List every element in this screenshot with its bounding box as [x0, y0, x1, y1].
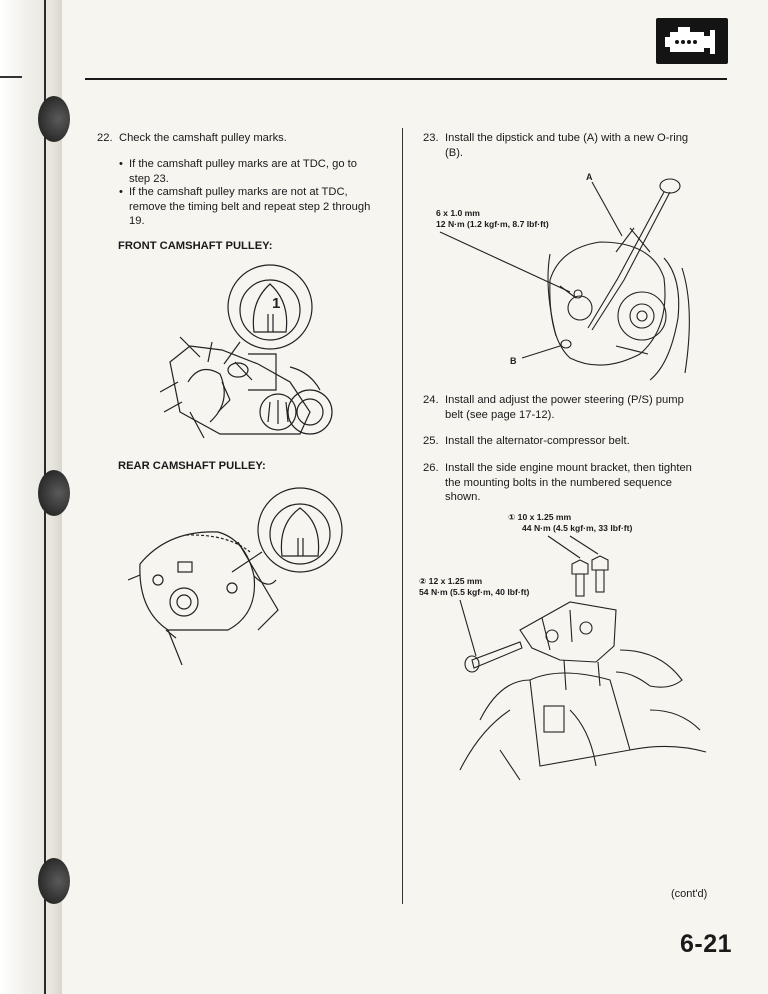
rear-camshaft-pulley-figure [128, 487, 343, 665]
step-text: Check the camshaft pulley marks. [119, 132, 287, 144]
step-line: (B). [445, 146, 464, 159]
dipstick-tube-figure: A B [439, 172, 690, 381]
bolt-torque: 12 N·m (1.2 kgf·m, 8.7 lbf·ft) [436, 218, 549, 229]
pulley-mark-number: 1 [272, 295, 280, 312]
bolt-2-size: ② 12 x 1.25 mm [419, 576, 483, 586]
bolt-2-value: 54 N·m (5.5 kgf·m, 40 lbf·ft) [419, 586, 530, 597]
bullet-line: step 23. [129, 172, 169, 185]
bolt-2-torque: ② 12 x 1.25 mm 54 N·m (5.5 kgf·m, 40 lbf… [419, 576, 529, 597]
bullet-line: If the camshaft pulley marks are not at … [129, 186, 348, 198]
margin-tick [0, 76, 22, 78]
step-line: Install and adjust the power steering (P… [445, 394, 684, 406]
engine-mount-bracket-figure [459, 535, 707, 780]
callout-b: B [510, 356, 517, 366]
engine-icon [656, 18, 728, 64]
callout-a: A [586, 172, 593, 182]
step-number: 22. [97, 132, 113, 144]
step-number: 26. [423, 462, 439, 474]
step-number: 24. [423, 394, 439, 406]
step-line: Install the alternator-compressor belt. [445, 435, 630, 447]
rear-camshaft-heading: REAR CAMSHAFT PULLEY: [118, 460, 266, 472]
step-line: shown. [445, 491, 481, 503]
bolt-1-size: ① 10 x 1.25 mm [508, 512, 572, 522]
punch-hole-middle [38, 470, 70, 516]
step-number: 25. [423, 435, 439, 447]
bullet-dot: • [119, 158, 123, 170]
front-camshaft-heading: FRONT CAMSHAFT PULLEY: [118, 240, 273, 252]
step-number: 23. [423, 132, 439, 144]
bolt-size: 6 x 1.0 mm [436, 208, 480, 218]
bolt-1-value: 44 N·m (4.5 kgf·m, 33 lbf·ft) [522, 522, 633, 533]
continued-note: (cont'd) [671, 888, 708, 900]
header-rule [85, 78, 727, 80]
dipstick-bolt-torque: 6 x 1.0 mm 12 N·m (1.2 kgf·m, 8.7 lbf·ft… [436, 208, 549, 229]
step-line: belt (see page 17-12). [445, 408, 555, 421]
step-line: Install the dipstick and tube (A) with a… [445, 132, 689, 144]
punch-hole-bottom [38, 858, 70, 904]
bullet-dot: • [119, 186, 123, 198]
punch-hole-top [38, 96, 70, 142]
step-line: the mounting bolts in the numbered seque… [445, 476, 673, 489]
column-divider [402, 128, 403, 904]
page-number: 6-21 [680, 930, 733, 958]
bullet-line: 19. [129, 215, 145, 227]
bullet-line: If the camshaft pulley marks are at TDC,… [129, 158, 357, 170]
front-camshaft-pulley-figure: 1 [160, 264, 333, 439]
bolt-1-torque: ① 10 x 1.25 mm 44 N·m (4.5 kgf·m, 33 lbf… [508, 512, 632, 533]
step-line: Install the side engine mount bracket, t… [445, 462, 692, 474]
bullet-line: remove the timing belt and repeat step 2… [129, 200, 371, 213]
